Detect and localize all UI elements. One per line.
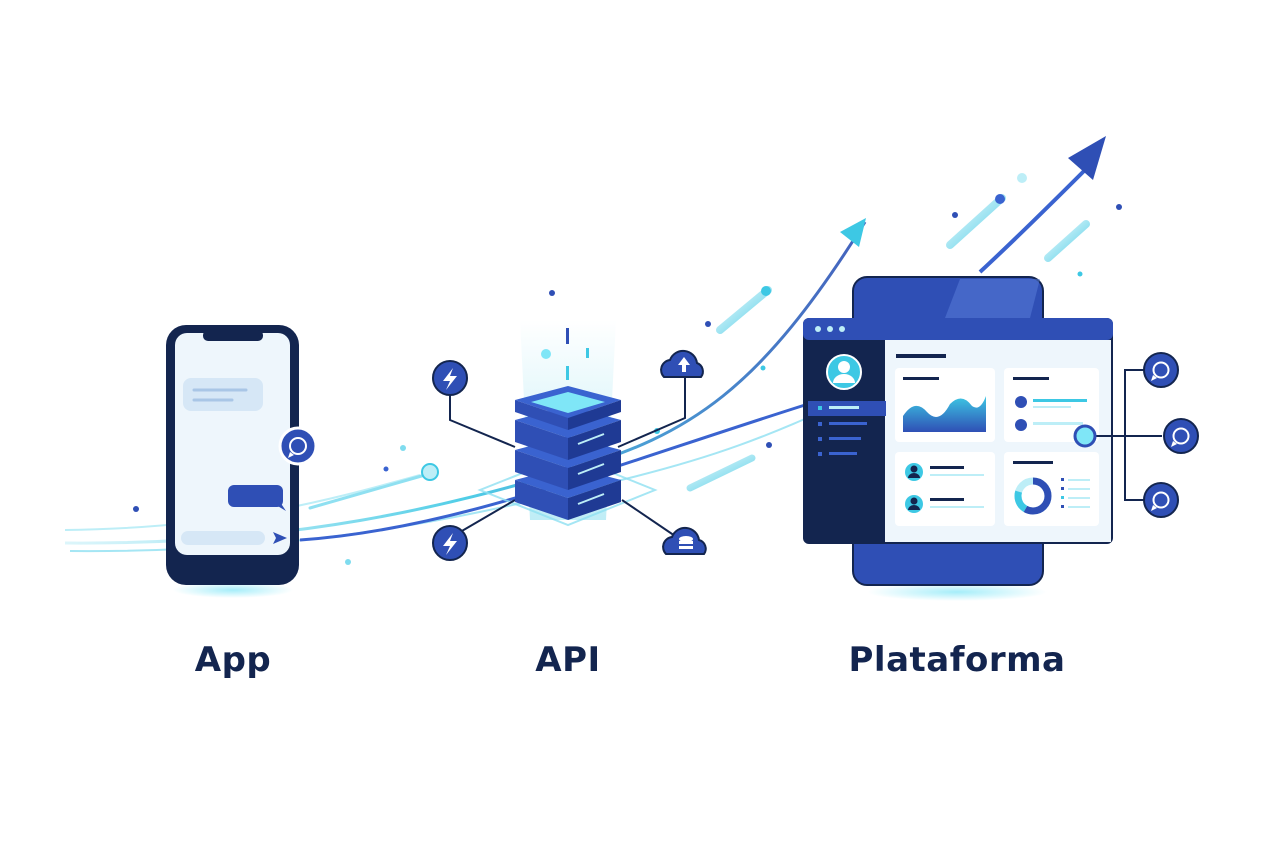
api-server: [432, 320, 707, 561]
growth-arrow-icon: [1068, 136, 1106, 180]
cyan-arrowhead-icon: [840, 218, 866, 247]
message-input: [181, 531, 265, 545]
users-card: [895, 452, 995, 526]
chat-bubble-icon: [183, 378, 263, 411]
dashboard-window-icon: [803, 318, 1113, 544]
cloud-database-icon: [662, 526, 707, 555]
area-chart-icon: [895, 368, 995, 442]
whatsapp-icon: [1143, 352, 1179, 388]
app-smartphone: [166, 325, 318, 598]
lightning-icon: [432, 525, 468, 561]
donut-chart-icon: [1004, 452, 1099, 526]
connector-hub: [1073, 424, 1097, 448]
server-stack-icon: [515, 386, 621, 520]
whatsapp-icon: [1163, 418, 1199, 454]
avatar-icon: [826, 354, 862, 390]
lightning-icon: [432, 360, 468, 396]
app-label: App: [194, 640, 272, 680]
cloud-upload-icon: [660, 349, 704, 378]
platform-label: Plataforma: [848, 640, 1066, 680]
api-label: API: [535, 640, 601, 680]
platform-dashboard: [803, 276, 1199, 601]
send-icon: [273, 532, 287, 544]
contact-list-card: [1004, 368, 1099, 442]
whatsapp-icon: [1143, 482, 1179, 518]
sent-message-bubble: [228, 485, 283, 507]
whatsapp-icon: [278, 426, 318, 466]
